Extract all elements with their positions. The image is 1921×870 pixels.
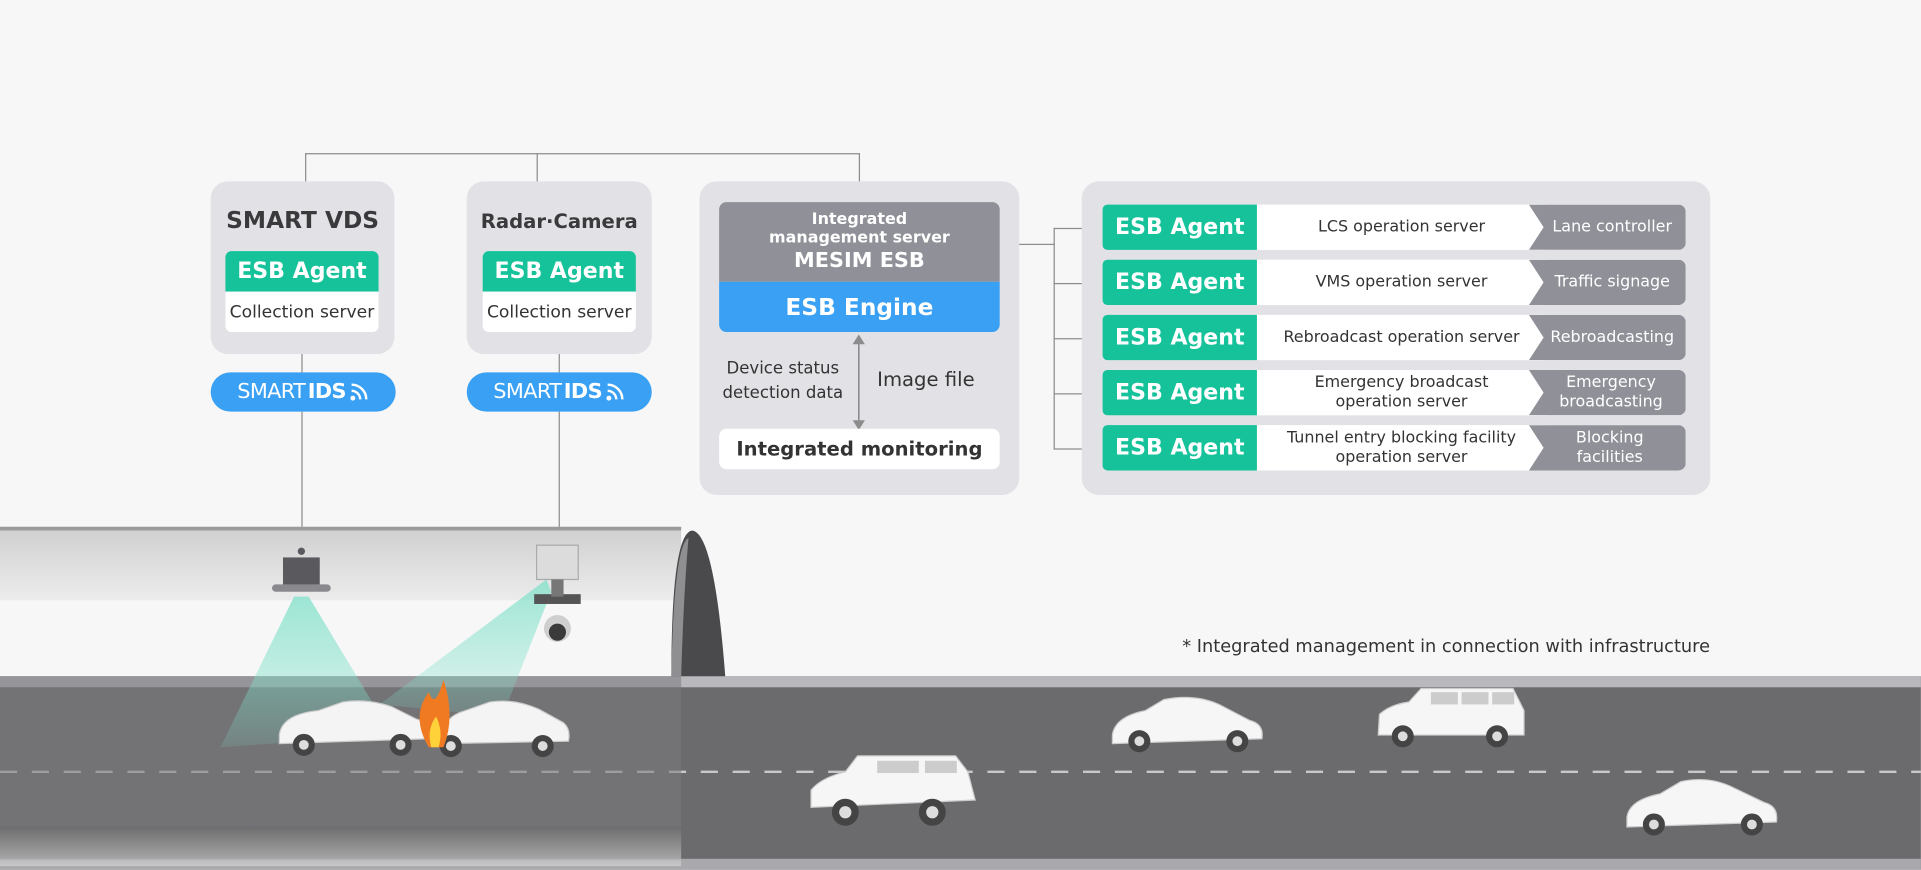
- car-van: [1377, 687, 1525, 748]
- server-label: LCS operation server: [1256, 204, 1547, 250]
- signal-icon: [350, 383, 368, 401]
- esb-agent-label: ESB Agent: [1102, 259, 1257, 306]
- vds-esb-agent: ESB Agent: [225, 251, 379, 292]
- image-file-label: Image file: [877, 367, 975, 391]
- radar-sensor-line: [558, 411, 560, 547]
- mesim-esb-label: MESIM ESB: [794, 248, 925, 274]
- device-status-label: Device status detection data: [709, 357, 856, 406]
- connector-mgmt: [858, 153, 861, 183]
- esb-agent-label: ESB Agent: [1102, 369, 1257, 416]
- footnote: * Integrated management in connection wi…: [1182, 637, 1711, 657]
- esb-agent-label: ESB Agent: [1102, 425, 1257, 471]
- agent-tick-1: [1053, 227, 1103, 230]
- server-label: VMS operation server: [1256, 259, 1547, 306]
- device-label: Emergency broadcasting: [1528, 369, 1686, 416]
- mgmt-agent-connector: [1019, 243, 1055, 246]
- server-label: Tunnel entry blocking facility operation…: [1256, 425, 1547, 471]
- integrated-management-panel: Integrated management server MESIM ESB E…: [699, 181, 1020, 495]
- vds-collection-server: Collection server: [225, 291, 379, 333]
- mesim-header: Integrated management server MESIM ESB: [719, 202, 1000, 282]
- agent-tick-3: [1053, 338, 1103, 340]
- esb-agent-label: ESB Agent: [1102, 204, 1257, 250]
- device-label: Lane controller: [1528, 204, 1686, 250]
- device-status-line2: detection data: [722, 383, 844, 404]
- mgmt-line1: Integrated: [811, 210, 908, 230]
- integrated-monitoring: Integrated monitoring: [719, 428, 1000, 470]
- tunnel-road-illustration: [0, 526, 1921, 870]
- agent-row-blocking: ESB Agent Tunnel entry blocking facility…: [1102, 425, 1686, 471]
- car-sedan-right: [1626, 778, 1778, 836]
- vds-pill-connector: [301, 354, 303, 373]
- car-suv-front: [810, 755, 976, 826]
- radar-pill-connector: [558, 354, 560, 373]
- connector-top: [305, 153, 861, 155]
- server-label: Emergency broadcast operation server: [1256, 369, 1547, 416]
- smart-vds-panel: SMART VDS ESB Agent Collection server: [210, 181, 395, 355]
- radar-esb-agent: ESB Agent: [482, 251, 636, 292]
- esb-engine: ESB Engine: [719, 281, 1000, 333]
- ids-label: IDS: [563, 379, 603, 405]
- server-label: Rebroadcast operation server: [1256, 314, 1547, 361]
- device-label: Rebroadcasting: [1528, 314, 1686, 361]
- agent-row-vms: ESB Agent VMS operation server Traffic s…: [1102, 259, 1686, 306]
- vds-sensor-line: [301, 411, 303, 549]
- ids-smart-label: SMART: [493, 379, 562, 405]
- smart-vds-title: SMART VDS: [226, 207, 380, 234]
- device-label: Traffic signage: [1528, 259, 1686, 306]
- signal-icon: [606, 383, 625, 401]
- agent-row-emergency: ESB Agent Emergency broadcast operation …: [1102, 369, 1686, 416]
- device-label: Blocking facilities: [1528, 425, 1686, 471]
- device-status-line1: Device status: [726, 358, 840, 379]
- bidirectional-arrow-icon: [852, 334, 865, 431]
- esb-agent-label: ESB Agent: [1102, 314, 1257, 361]
- agent-tick-4: [1053, 393, 1103, 395]
- radar-camera-title: Radar·Camera: [480, 209, 638, 233]
- radar-camera-panel: Radar·Camera ESB Agent Collection server: [466, 181, 652, 355]
- car-sedan-mid: [1111, 696, 1263, 753]
- connector-radar: [536, 153, 538, 183]
- agent-row-lcs: ESB Agent LCS operation server Lane cont…: [1102, 204, 1686, 250]
- agent-tick-2: [1053, 282, 1103, 285]
- mgmt-line2: management server: [769, 229, 950, 248]
- radar-collection-server: Collection server: [482, 291, 636, 333]
- agent-row-rebroadcast: ESB Agent Rebroadcast operation server R…: [1102, 314, 1686, 361]
- ids-label: IDS: [307, 379, 347, 405]
- agent-tick-5: [1053, 448, 1103, 450]
- crashed-car-right: [439, 700, 570, 758]
- ids-smart-label: SMART: [237, 379, 306, 405]
- connector-vds: [305, 153, 307, 183]
